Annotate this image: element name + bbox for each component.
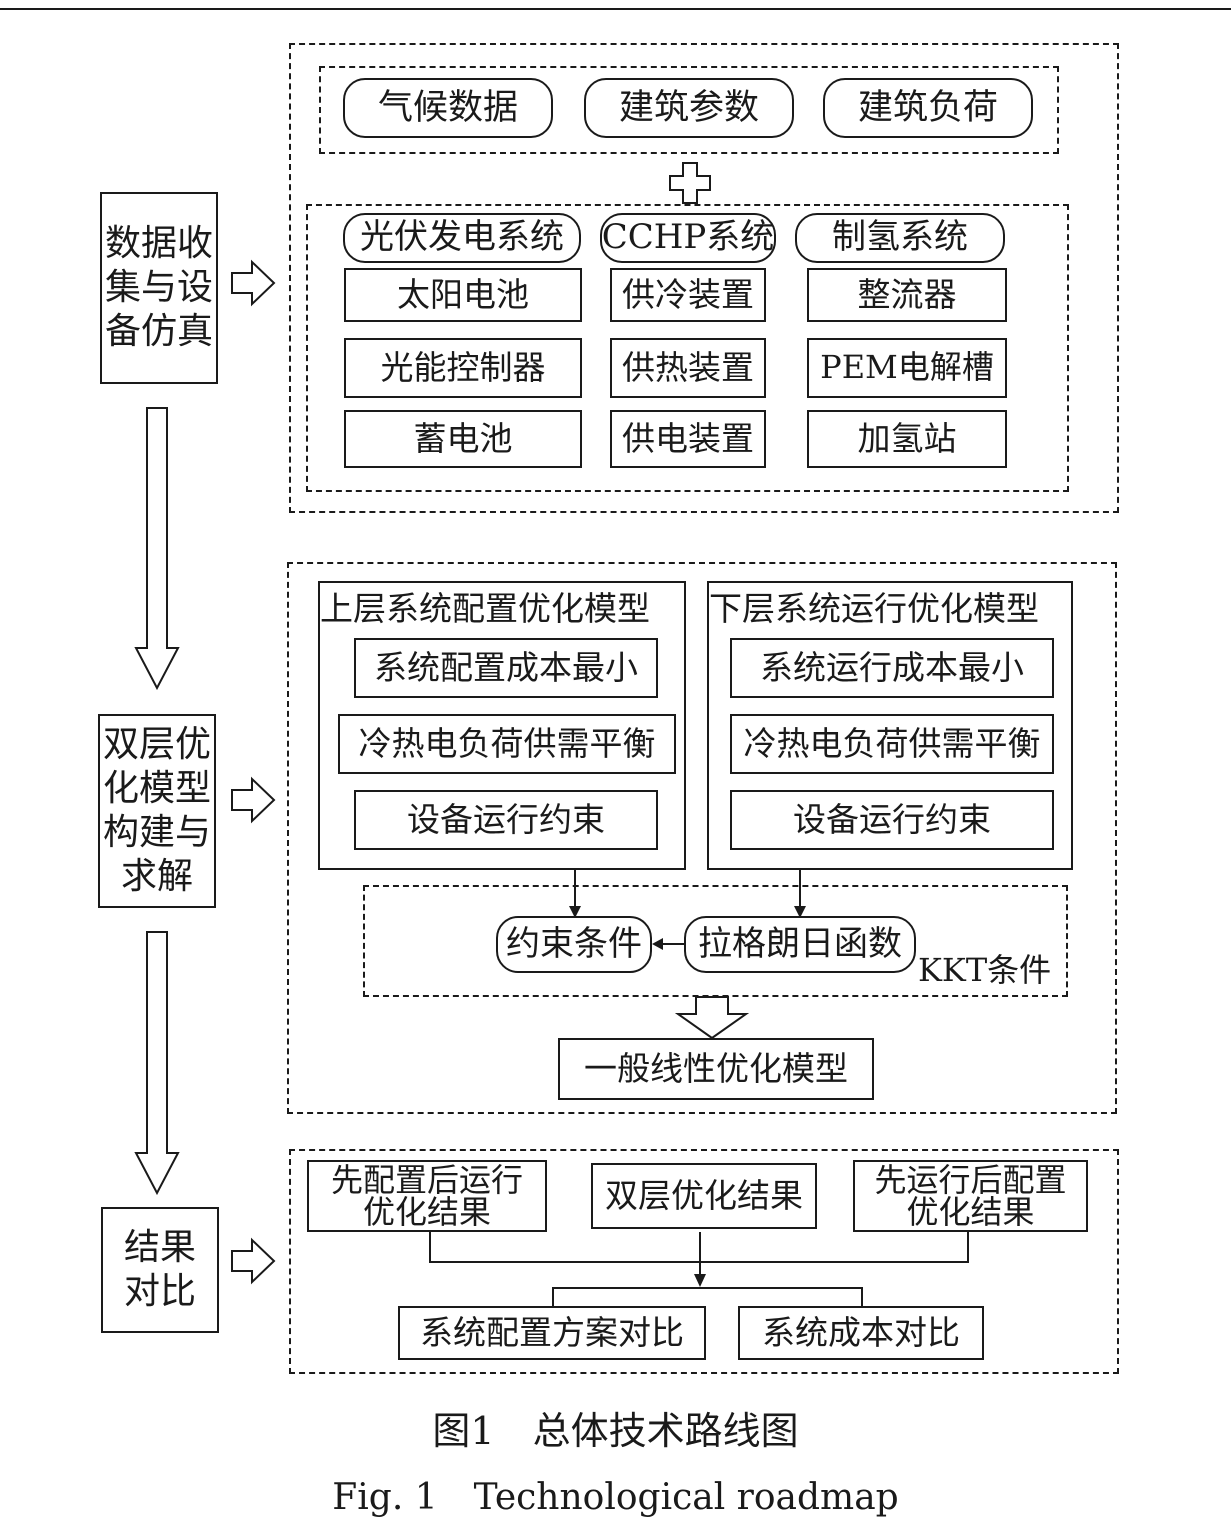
caption-english: Fig. 1 Technological roadmap (332, 1477, 899, 1518)
cchp-item-cooling: 供冷装置 (610, 268, 766, 322)
down-arrow-2 (134, 931, 180, 1196)
plus-sign (669, 162, 711, 204)
lower-item-3: 设备运行约束 (730, 790, 1054, 850)
step-bilevel-model: 双层优 化模型 构建与 求解 (98, 714, 216, 908)
upper-item-1: 系统配置成本最小 (354, 638, 658, 698)
right-arrow-2 (231, 776, 276, 824)
top-rule (0, 8, 1231, 10)
compare-config-scheme: 系统配置方案对比 (398, 1306, 706, 1360)
down-arrow-1 (134, 407, 180, 691)
pv-item-solar-cell: 太阳电池 (344, 268, 582, 322)
cchp-item-power: 供电装置 (610, 410, 766, 468)
h2-item-station: 加氢站 (807, 410, 1007, 468)
section-bilevel (287, 562, 1117, 1114)
pv-item-controller: 光能控制器 (344, 338, 582, 398)
input-building-params: 建筑参数 (584, 78, 794, 138)
kkt-label: KKT条件 (918, 951, 1052, 989)
lagrange-function: 拉格朗日函数 (684, 916, 916, 973)
section-data-simulation (289, 43, 1119, 513)
result-config-first: 先配置后运行 优化结果 (307, 1160, 547, 1232)
down-arrow-general (674, 996, 750, 1040)
h2-item-pem: PEM电解槽 (807, 338, 1007, 398)
lower-model-title: 下层系统运行优化模型 (709, 589, 1039, 628)
hydrogen-system-title: 制氢系统 (795, 213, 1005, 263)
upper-model-frame (318, 581, 686, 870)
step-result-comparison: 结果 对比 (101, 1207, 219, 1333)
right-arrow-3 (231, 1237, 276, 1285)
general-linear-model: 一般线性优化模型 (558, 1038, 874, 1100)
cchp-item-heating: 供热装置 (610, 338, 766, 398)
input-building-load: 建筑负荷 (823, 78, 1033, 138)
lower-item-2: 冷热电负荷供需平衡 (730, 714, 1054, 774)
cchp-system-title: CCHP系统 (600, 213, 776, 263)
kkt-group (363, 885, 1068, 997)
h2-item-rectifier: 整流器 (807, 268, 1007, 322)
lower-model-frame (707, 581, 1073, 870)
upper-item-2: 冷热电负荷供需平衡 (338, 714, 676, 774)
right-arrow-1 (231, 259, 276, 307)
input-data-group (319, 66, 1059, 154)
result-operation-first: 先运行后配置 优化结果 (853, 1160, 1088, 1232)
constraint-conditions: 约束条件 (496, 916, 652, 973)
upper-model-title: 上层系统配置优化模型 (320, 589, 650, 628)
pv-system-title: 光伏发电系统 (343, 213, 581, 263)
upper-item-3: 设备运行约束 (354, 790, 658, 850)
compare-cost: 系统成本对比 (738, 1306, 984, 1360)
system-group (306, 204, 1069, 492)
caption-chinese: 图1 总体技术路线图 (432, 1409, 799, 1453)
pv-item-battery: 蓄电池 (344, 410, 582, 468)
section-results (289, 1149, 1119, 1374)
result-bilevel: 双层优化结果 (591, 1163, 817, 1229)
input-climate-data: 气候数据 (343, 78, 553, 138)
step-data-collection: 数据收 集与设 备仿真 (100, 192, 218, 384)
lower-item-1: 系统运行成本最小 (730, 638, 1054, 698)
